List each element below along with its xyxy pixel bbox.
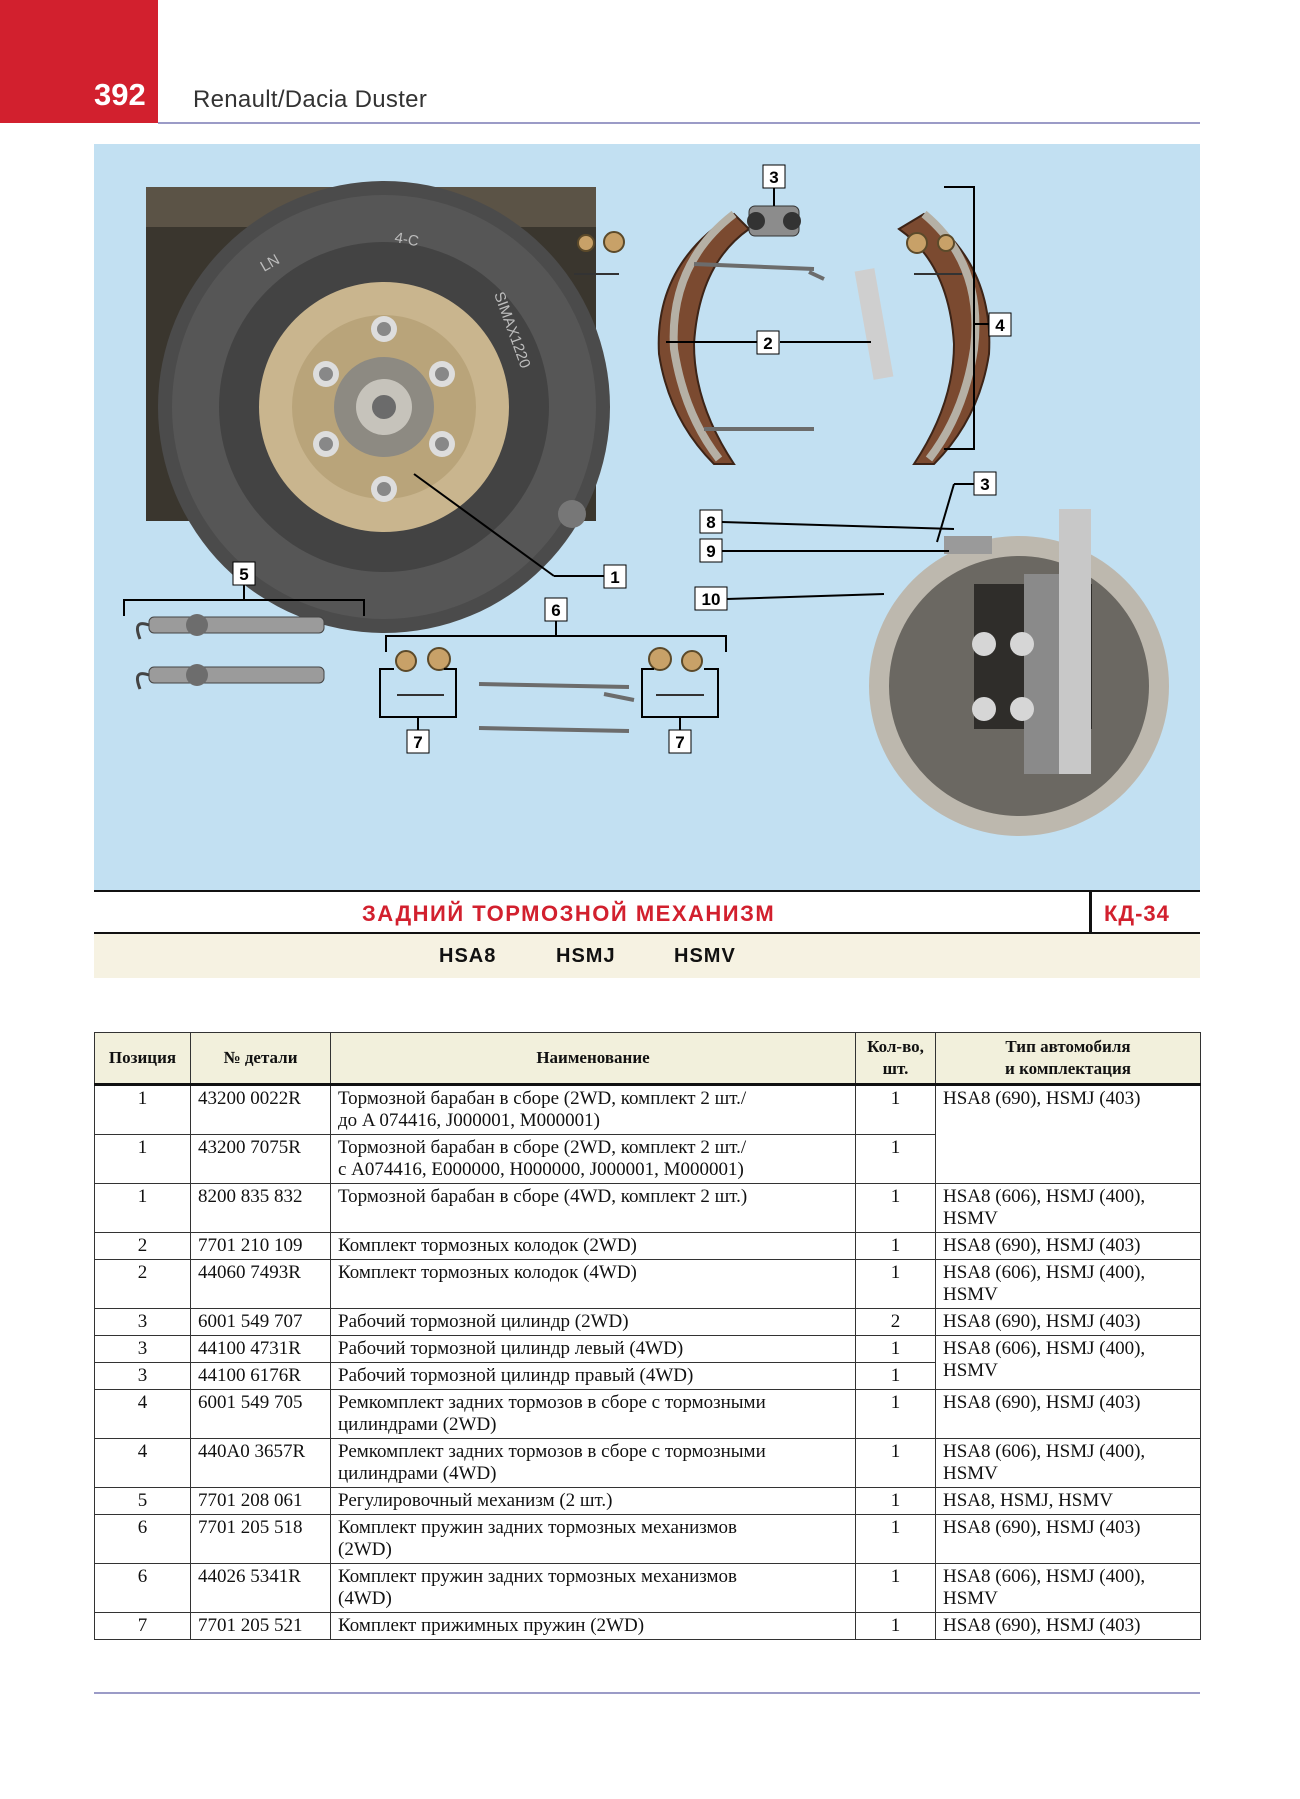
models-bar: HSA8 HSMJ HSMV [94,934,1200,978]
table-row: 2 7701 210 109 Комплект тормозных колодо… [94,1232,1201,1260]
page-number-tab [0,0,158,123]
table-row: 1 43200 0022R Тормозной барабан в сборе … [94,1084,1201,1184]
callout-7-right: 7 [675,733,684,752]
callout-3-top: 3 [769,168,778,187]
table-row: 3 44100 4731R Рабочий тормозной цилиндр … [94,1335,1201,1390]
pins [397,273,962,696]
retainer-cups [395,231,955,672]
table-row: 4 440A0 3657R Ремкомплект задних тормозо… [94,1438,1201,1488]
table-row: 2 44060 7493R Комплект тормозных колодок… [94,1259,1201,1309]
section-title-bar: ЗАДНИЙ ТОРМОЗНОЙ МЕХАНИЗМ КД-34 [94,890,1200,934]
table-header-row: Позиция № детали Наименование Кол-во,шт.… [94,1032,1201,1085]
callout-9: 9 [706,542,715,561]
bottom-rule [94,1692,1200,1694]
adjuster-mechanisms [136,614,325,690]
model-code: HSMV [674,945,736,967]
table-row: 6 7701 205 518 Комплект пружин задних то… [94,1514,1201,1564]
header-position: Позиция [94,1032,191,1085]
callout-10: 10 [702,590,721,609]
header-rule [158,122,1200,124]
wheel-cylinder [747,205,801,237]
table-row: 1 43200 7075R Тормозной барабан в сборе … [94,1134,1201,1184]
brake-shoes [657,210,991,465]
callout-2: 2 [763,334,772,353]
table-row: 5 7701 208 061 Регулировочный механизм (… [94,1487,1201,1515]
callout-8: 8 [706,513,715,532]
callout-3-right: 3 [980,475,989,494]
callout-4: 4 [995,316,1005,335]
model-code: HSMJ [556,945,616,967]
table-row: 7 7701 205 521 Комплект прижимных пружин… [94,1612,1201,1640]
table-row: 3 6001 549 707 Рабочий тормозной цилиндр… [94,1308,1201,1336]
drum-photo: LN 4-C SIMAX1220 [146,181,610,633]
callout-6: 6 [551,601,560,620]
header-quantity: Кол-во,шт. [855,1032,936,1085]
springs [478,262,825,733]
brake-illustration: LN 4-C SIMAX1220 1 [94,144,1200,890]
callout-1: 1 [610,568,619,587]
table-row: 3 44100 6176R Рабочий тормозной цилиндр … [94,1362,1201,1390]
callout-5: 5 [239,565,248,584]
header-name: Наименование [330,1032,856,1085]
model-code: HSA8 [439,945,497,967]
brake-diagram: LN 4-C SIMAX1220 1 [123,164,1169,836]
header-part-number: № детали [190,1032,331,1085]
parts-table: Позиция № детали Наименование Кол-во,шт.… [94,1032,1201,1640]
drum-marking-2: 4-C [393,229,420,250]
running-title: Renault/Dacia Duster [193,86,428,113]
section-code: КД-34 [1104,901,1170,926]
section-title: ЗАДНИЙ ТОРМОЗНОЙ МЕХАНИЗМ [362,901,776,926]
table-row: 6 44026 5341R Комплект пружин задних тор… [94,1563,1201,1613]
table-row: 4 6001 549 705 Ремкомплект задних тормоз… [94,1389,1201,1439]
table-row: 1 8200 835 832 Тормозной барабан в сборе… [94,1183,1201,1233]
page-number: 392 [94,77,146,112]
title-divider [1089,892,1092,932]
callout-7-left: 7 [413,733,422,752]
backing-plate-photo [869,509,1169,836]
